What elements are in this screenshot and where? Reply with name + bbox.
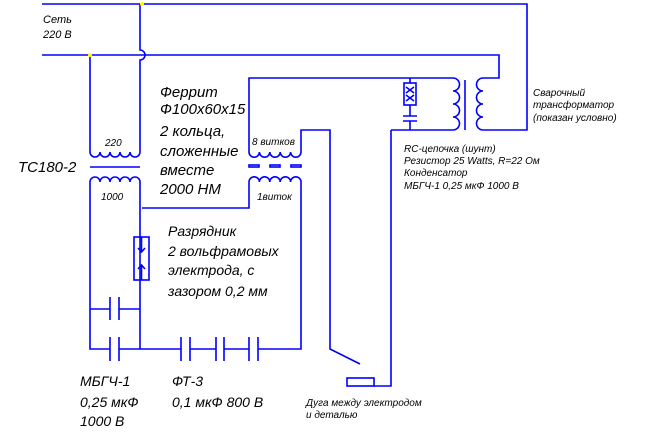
svg-text:2 кольца,: 2 кольца, — [159, 123, 225, 140]
svg-text:Ф100х60х15: Ф100х60х15 — [160, 101, 246, 118]
rc-label: RC-цепочка (шунт) Резистор 25 Watts, R=2… — [404, 144, 540, 192]
svg-text:трансформатор: трансформатор — [533, 99, 615, 111]
svg-text:Дуга между электродом: Дуга между электродом — [305, 398, 422, 409]
mains-label: Сеть — [43, 14, 72, 26]
transformer-name: ТС180-2 — [18, 159, 77, 176]
svg-text:0,1 мкФ 800 В: 0,1 мкФ 800 В — [172, 394, 263, 410]
transformer-tc180 — [89, 151, 141, 183]
coil-8-label: 8 витков — [252, 137, 295, 148]
ferrite-label: Феррит Ф100х60х15 2 кольца, сложенные вм… — [159, 84, 246, 198]
primary-turns: 220 — [104, 138, 122, 149]
svg-text:2000 НМ: 2000 НМ — [159, 181, 221, 198]
svg-text:и деталью: и деталью — [306, 410, 358, 421]
svg-text:RC-цепочка (шунт): RC-цепочка (шунт) — [404, 144, 496, 155]
svg-text:1000 В: 1000 В — [80, 413, 124, 429]
svg-text:ФТ-3: ФТ-3 — [172, 373, 203, 389]
svg-text:вместе: вместе — [160, 162, 214, 179]
svg-text:Сварочный: Сварочный — [533, 88, 585, 99]
svg-text:2 вольфрамовых: 2 вольфрамовых — [167, 243, 280, 259]
mains-voltage: 220 В — [42, 29, 72, 41]
capacitors — [109, 297, 259, 361]
junction-dot — [88, 53, 92, 57]
arc-label: Дуга между электродом и деталью — [305, 398, 422, 421]
electrode — [346, 377, 375, 387]
junction-dot — [140, 2, 144, 6]
ferrite-transformer — [248, 151, 302, 183]
svg-text:МБГЧ-1: МБГЧ-1 — [80, 373, 130, 389]
svg-text:0,25 мкФ: 0,25 мкФ — [80, 394, 138, 410]
welding-transformer — [452, 77, 484, 131]
spark-gap — [133, 236, 150, 281]
svg-text:Феррит: Феррит — [160, 84, 218, 101]
wires — [42, 3, 528, 387]
svg-text:сложенные: сложенные — [160, 143, 239, 160]
cap1-label: МБГЧ-1 0,25 мкФ 1000 В — [80, 373, 138, 429]
svg-text:зазором 0,2 мм: зазором 0,2 мм — [167, 283, 268, 299]
svg-text:Разрядник: Разрядник — [168, 223, 238, 239]
svg-text:МБГЧ-1 0,25 мкФ 1000 В: МБГЧ-1 0,25 мкФ 1000 В — [404, 181, 519, 192]
spark-gap-label: Разрядник 2 вольфрамовых электрода, с за… — [167, 223, 280, 299]
svg-text:(показан условно): (показан условно) — [533, 113, 617, 124]
svg-text:Резистор 25 Watts, R=22 Ом: Резистор 25 Watts, R=22 Ом — [404, 156, 540, 167]
svg-text:электрода, с: электрода, с — [168, 262, 254, 278]
welding-transformer-label: Сварочный трансформатор (показан условно… — [533, 88, 617, 124]
rc-shunt — [403, 82, 417, 122]
coil-1-label: 1виток — [257, 192, 293, 203]
cap2-label: ФТ-3 0,1 мкФ 800 В — [172, 373, 263, 410]
svg-text:Конденсатор: Конденсатор — [404, 168, 468, 179]
secondary-turns: 1000 — [101, 192, 124, 203]
